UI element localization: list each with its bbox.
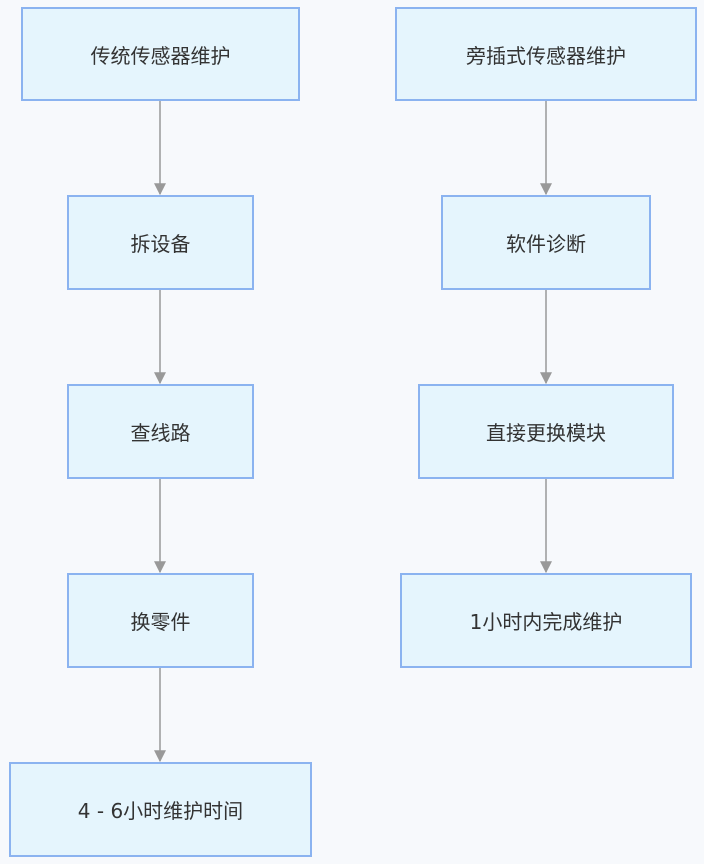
node-traditional-end-label: 4 - 6小时维护时间 <box>77 799 244 823</box>
node-traditional-step1: 拆设备 <box>67 195 254 290</box>
node-bypass-end-label: 1小时内完成维护 <box>469 610 623 634</box>
node-bypass-step1: 软件诊断 <box>441 195 651 290</box>
node-bypass-step1-label: 软件诊断 <box>506 232 586 256</box>
node-bypass-step2-label: 直接更换模块 <box>486 421 606 445</box>
node-traditional-step2: 查线路 <box>67 384 254 479</box>
node-traditional-end: 4 - 6小时维护时间 <box>9 762 312 857</box>
node-traditional-start-label: 传统传感器维护 <box>90 43 231 68</box>
node-bypass-end: 1小时内完成维护 <box>400 573 692 668</box>
node-traditional-step2-label: 查线路 <box>130 421 191 445</box>
node-traditional-step3-label: 换零件 <box>130 610 191 634</box>
node-bypass-start: 旁插式传感器维护 <box>395 7 697 101</box>
node-bypass-start-label: 旁插式传感器维护 <box>466 43 626 68</box>
node-traditional-step1-label: 拆设备 <box>130 232 191 256</box>
node-traditional-step3: 换零件 <box>67 573 254 668</box>
node-traditional-start: 传统传感器维护 <box>21 7 300 101</box>
node-bypass-step2: 直接更换模块 <box>418 384 674 479</box>
